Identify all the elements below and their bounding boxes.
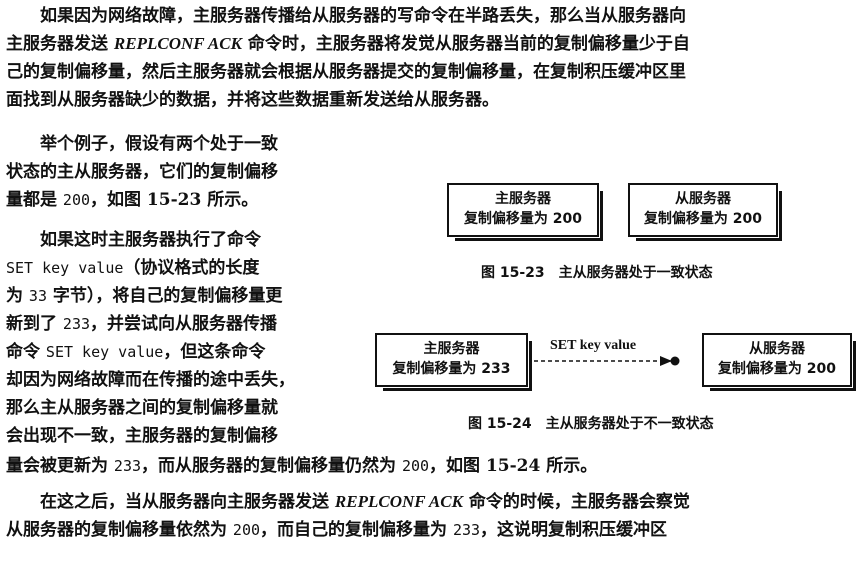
fig23-slave-title: 从服务器	[675, 191, 731, 207]
command-replconf-ack: REPLCONF ACK	[113, 34, 242, 53]
paragraph-1-line-1: 如果因为网络故障，主服务器传播给从服务器的写命令在半路丢失，那么当从服务器向	[40, 6, 686, 26]
fig24-slave-title: 从服务器	[749, 341, 805, 357]
fig23-master-title: 主服务器	[495, 191, 551, 207]
fig23-slave-box: 从服务器 复制偏移量为 200	[628, 183, 782, 241]
number: 200	[232, 521, 261, 539]
fig24-dashed-arrow	[534, 356, 680, 366]
fig24-slave-offset: 复制偏移量为 200	[717, 361, 837, 377]
paragraph-1-line-2: 主服务器发送 REPLCONF ACK 命令时，主服务器将发觉从服务器当前的复制…	[6, 30, 856, 58]
fig24-master-offset: 复制偏移量为 233	[392, 361, 511, 377]
paragraph-3-line-7: 那么主从服务器之间的复制偏移量就	[6, 398, 278, 418]
text: ，而自己的复制偏移量为	[260, 520, 453, 540]
text: 字节），将自己的复制偏移量更	[46, 286, 283, 306]
fig23-slave-offset: 复制偏移量为 200	[643, 211, 763, 227]
paragraph-2-line-2: 状态的主从服务器，它们的复制偏移	[6, 162, 278, 182]
fig24-arrow-head	[660, 356, 672, 366]
text: 命令的时候，主服务器会察觉	[462, 492, 690, 512]
paragraph-1-line-4: 面找到从服务器缺少的数据，并将这些数据重新发送给从服务器。	[6, 90, 499, 110]
text: ，而从服务器的复制偏移量仍然为	[141, 456, 402, 476]
text: 量会被更新为	[6, 456, 114, 476]
fig24-arrow-dot	[670, 356, 680, 366]
text: 为	[6, 286, 29, 306]
paragraph-3-line-6: 却因为网络故障而在传播的途中丢失，	[6, 370, 295, 390]
text: ，但这条命令	[163, 342, 266, 362]
number: 33	[28, 287, 47, 305]
text: 在这之后，当从服务器向主服务器发送	[40, 492, 335, 512]
paragraph-3-line-5: 命令 SET key value，但这条命令	[6, 338, 358, 366]
number: 233	[113, 457, 142, 475]
fig24-master-box: 主服务器 复制偏移量为 233	[375, 333, 532, 391]
paragraph-1-line-3: 己的复制偏移量，然后主服务器就会根据从服务器提交的复制偏移量，在复制积压缓冲区里	[6, 62, 686, 82]
paragraph-3-line-1: 如果这时主服务器执行了命令	[40, 230, 261, 250]
text: 新到了	[6, 314, 63, 334]
number: 233	[62, 315, 91, 333]
text: 命令时，主服务器将发觉从服务器当前的复制偏移量少于自	[241, 34, 690, 54]
text: 主服务器发送	[6, 34, 114, 54]
fig23-caption: 图 15-23 主从服务器处于一致状态	[481, 265, 713, 281]
text: 量都是	[6, 190, 63, 210]
paragraph-4-line-2: 从服务器的复制偏移量依然为 200，而自己的复制偏移量为 233，这说明复制积压…	[6, 516, 856, 544]
number: 200	[401, 457, 430, 475]
text: 命令	[6, 342, 46, 362]
command-set: SET key value	[45, 343, 164, 361]
paragraph-3-line-3: 为 33 字节），将自己的复制偏移量更	[6, 282, 358, 310]
paragraph-3-line-9: 量会被更新为 233，而从服务器的复制偏移量仍然为 200，如图 15-24 所…	[6, 452, 856, 480]
text: 从服务器的复制偏移量依然为	[6, 520, 233, 540]
paragraph-3-line-2: SET key value（协议格式的长度	[6, 254, 358, 282]
text: （协议格式的长度	[123, 258, 260, 278]
text: ，如图 15-23 所示。	[90, 190, 259, 210]
paragraph-2-line-1: 举个例子，假设有两个处于一致	[40, 134, 278, 154]
fig24-caption: 图 15-24 主从服务器处于不一致状态	[468, 416, 714, 432]
number: 200	[62, 191, 91, 209]
paragraph-2-line-3: 量都是 200，如图 15-23 所示。	[6, 186, 358, 214]
paragraph-3-line-4: 新到了 233，并尝试向从服务器传播	[6, 310, 358, 338]
command-replconf-ack: REPLCONF ACK	[334, 492, 463, 511]
command-set: SET key value	[6, 259, 124, 277]
text: ，这说明复制积压缓冲区	[480, 520, 668, 540]
paragraph-3-line-8: 会出现不一致，主服务器的复制偏移	[6, 426, 278, 446]
fig23-master-offset: 复制偏移量为 200	[463, 211, 583, 227]
fig24-slave-box: 从服务器 复制偏移量为 200	[702, 333, 856, 391]
paragraph-4-line-1: 在这之后，当从服务器向主服务器发送 REPLCONF ACK 命令的时候，主服务…	[6, 488, 856, 516]
fig24-master-title: 主服务器	[423, 341, 480, 357]
number: 233	[452, 521, 481, 539]
fig24-arrow-label: SET key value	[550, 338, 637, 353]
text: ，如图 15-24 所示。	[429, 456, 598, 476]
text: ，并尝试向从服务器传播	[90, 314, 278, 334]
fig23-master-box: 主服务器 复制偏移量为 200	[447, 183, 603, 241]
